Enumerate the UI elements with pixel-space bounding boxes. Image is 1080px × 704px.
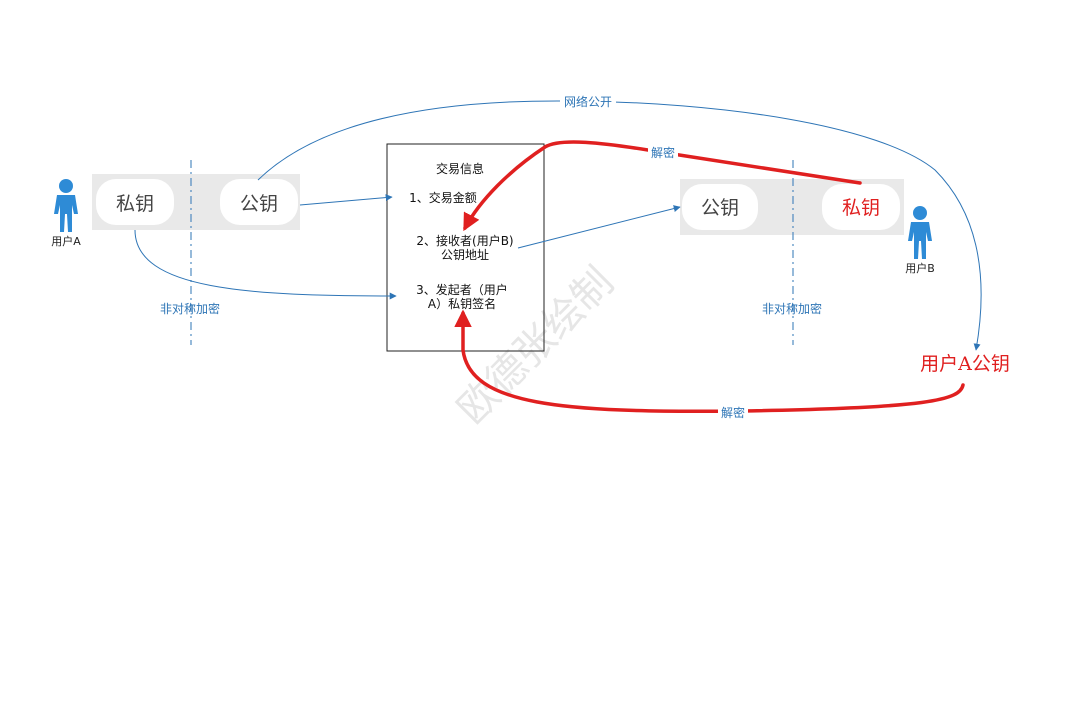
transaction-title: 交易信息 (436, 161, 484, 176)
transaction-item-receiver-line1: 2、接收者(用户B) (416, 233, 513, 248)
user-a-public-key-caption: 用户A公钥 (920, 353, 1010, 375)
arrow-private-key-to-signature (134, 229, 397, 300)
arrow-decrypt-top (463, 140, 862, 232)
user-a-private-key-label: 私钥 (116, 193, 154, 215)
decrypt-bottom-label-bg (718, 405, 748, 420)
person-icon (54, 179, 78, 232)
decrypt-bottom-label: 解密 (721, 405, 745, 420)
user-b-label: 用户B (905, 261, 935, 275)
user-a-public-key-pill (220, 179, 298, 225)
arrow-receiver-to-b-public-key (517, 205, 681, 249)
transaction-item-sender-line1: 3、发起者（用户 (416, 282, 508, 297)
arrow-decrypt-bottom (454, 309, 965, 414)
asymmetric-encryption-left-label: 非对称加密 (160, 301, 220, 316)
user-a-label: 用户A (51, 234, 81, 248)
transaction-box (386, 143, 545, 352)
arrow-network-public (257, 100, 982, 351)
user-a-public-key-label: 公钥 (240, 193, 278, 215)
user-b-private-key-pill (822, 184, 900, 230)
arrow-public-key-to-amount (299, 194, 393, 206)
decrypt-top-label-bg (648, 145, 678, 160)
user-b-private-key-label: 私钥 (842, 197, 880, 219)
transaction-item-amount: 1、交易金额 (409, 190, 477, 205)
person-icon (908, 206, 932, 259)
user-b-public-key-label: 公钥 (701, 197, 739, 219)
user-a-private-key-pill (96, 179, 174, 225)
asymmetric-encryption-right-label: 非对称加密 (762, 301, 822, 316)
network-public-label-bg (560, 94, 616, 109)
decrypt-top-label: 解密 (651, 145, 675, 160)
transaction-item-receiver-line2: 公钥地址 (441, 248, 489, 262)
transaction-item-sender-line2: A）私钥签名 (428, 296, 496, 311)
network-public-label: 网络公开 (564, 94, 612, 109)
user-b-public-key-pill (682, 184, 758, 230)
